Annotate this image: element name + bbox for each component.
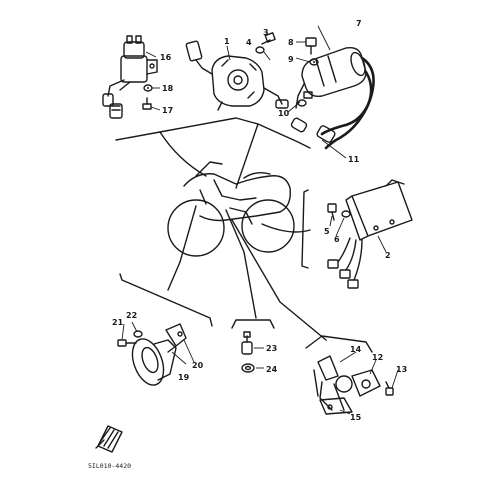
part-19-horn [131, 338, 177, 386]
callout-17: 17 [162, 106, 173, 115]
callout-18: 18 [162, 84, 174, 93]
bracket-horn [119, 273, 213, 327]
callout-1: 1 [224, 37, 230, 46]
callout-16: 16 [160, 53, 172, 62]
part-5-bolt [327, 203, 337, 221]
callout-14: 14 [350, 345, 362, 354]
part-10-bolt [297, 91, 313, 107]
callout-4: 4 [246, 38, 252, 47]
callout-6: 6 [334, 235, 340, 244]
part-7-ignition-coil [290, 47, 375, 150]
callout-9: 9 [288, 55, 294, 64]
callout-leaders [121, 25, 399, 415]
callout-22: 22 [126, 311, 137, 320]
callout-13: 13 [396, 365, 407, 374]
part-23-switch [241, 331, 253, 355]
callout-2: 2 [385, 251, 391, 260]
callout-labels: 1 2 3 4 5 6 7 8 9 10 11 12 13 14 15 16 1… [112, 19, 407, 422]
bracket-right [301, 189, 309, 269]
callout-12: 12 [372, 353, 383, 362]
drawing-code: 5IL010-4420 [88, 462, 131, 470]
part-17-bolt [142, 97, 152, 110]
part-1-unit [185, 40, 289, 111]
leader-horn [167, 205, 197, 291]
part-15-plate [319, 383, 353, 415]
callout-20: 20 [192, 361, 204, 370]
part-16-relay [102, 35, 158, 119]
part-8-bolt [305, 37, 317, 55]
leader-bracket-top [115, 117, 311, 149]
part-24-washer [241, 363, 255, 373]
part-18-washer [143, 84, 153, 92]
front-arrow-icon [95, 425, 123, 453]
part-22-washer [133, 330, 143, 338]
bracket-bottom-mid [231, 319, 275, 329]
callout-8: 8 [288, 38, 294, 47]
part-2-cdi-unit [327, 179, 413, 289]
part-3-bolt [261, 32, 276, 45]
callout-21: 21 [112, 318, 124, 327]
callout-5: 5 [324, 227, 330, 236]
callout-7: 7 [356, 19, 362, 28]
part-12-switch-body [351, 369, 381, 397]
part-4-washer [255, 46, 265, 54]
part-20-horn-bracket [165, 323, 187, 353]
callout-24: 24 [266, 365, 278, 374]
bracket-bottom-right [305, 335, 373, 353]
callout-11: 11 [348, 155, 360, 164]
callout-3: 3 [263, 28, 269, 37]
part-6-washer [341, 210, 351, 218]
callout-19: 19 [178, 373, 190, 382]
part-21-bolt [117, 339, 137, 347]
part-13-screw [385, 381, 394, 396]
callout-15: 15 [350, 413, 362, 422]
callout-10: 10 [278, 109, 290, 118]
motorcycle-outline [167, 161, 295, 257]
callout-23: 23 [266, 344, 277, 353]
